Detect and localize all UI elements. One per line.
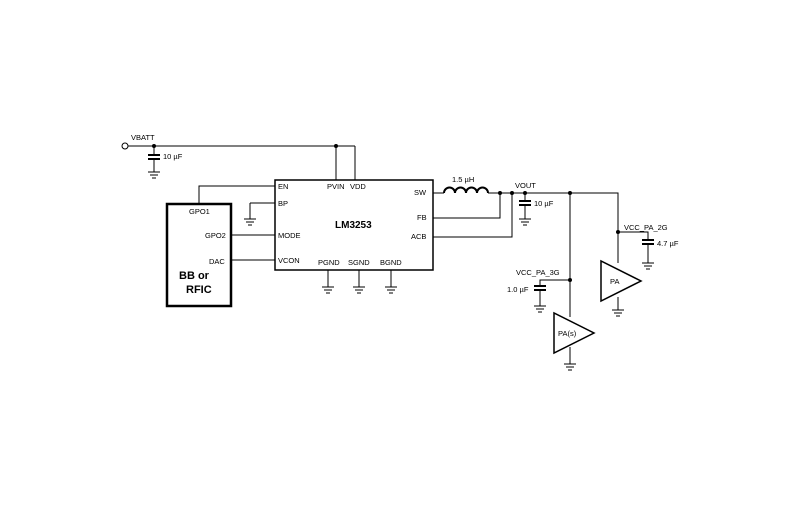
pin-vdd: VDD	[350, 182, 366, 191]
input-capacitor-value: 10 µF	[163, 152, 183, 161]
pin-sw: SW	[414, 188, 427, 197]
pa-3g-label: PA(s)	[558, 329, 577, 338]
controller-pin-dac: DAC	[209, 257, 225, 266]
vbatt-terminal	[121, 142, 129, 150]
controller-pin-gpo2: GPO2	[205, 231, 226, 240]
bb-rfic-block: BB or RFIC GPO1 GPO2 DAC	[165, 202, 233, 308]
pin-acb: ACB	[411, 232, 426, 241]
fb-wire	[433, 193, 501, 219]
pin-pgnd: PGND	[318, 258, 340, 267]
vcc-3g-capacitor: 1.0 µF	[507, 279, 570, 313]
ground-symbol	[148, 171, 160, 179]
en-wire	[198, 185, 275, 204]
pa-2g-amplifier: PA	[600, 259, 643, 317]
output-capacitor: 10 µF	[519, 193, 554, 226]
acb-wire	[433, 193, 513, 238]
inductor-value: 1.5 µH	[452, 175, 474, 184]
vout-label: VOUT	[515, 181, 536, 190]
controller-label-line1: BB or	[179, 270, 210, 282]
vbatt-label: VBATT	[131, 133, 155, 142]
pa-2g-triangle	[600, 259, 643, 303]
pin-bp: BP	[278, 199, 288, 208]
ic-grounds	[322, 270, 397, 294]
lm3253-ic: LM3253 EN BP MODE VCON PVIN VDD SW FB AC…	[274, 179, 434, 271]
controller-pin-gpo1: GPO1	[189, 207, 210, 216]
vcc-pa-2g-label: VCC_PA_2G	[624, 223, 668, 232]
ic-body	[274, 179, 434, 271]
controller-label-line2: RFIC	[186, 284, 212, 296]
inductor: 1.5 µH	[433, 175, 570, 194]
pin-vcon: VCON	[278, 256, 300, 265]
pin-pvin: PVIN	[327, 182, 345, 191]
pin-sgnd: SGND	[348, 258, 370, 267]
bp-ground	[244, 202, 275, 226]
pa-3g-triangle	[553, 311, 596, 355]
pa-3g-amplifier: PA(s)	[553, 311, 596, 371]
vcc-2g-capacitor: 4.7 µF	[618, 231, 679, 270]
vcc-2g-capacitor-value: 4.7 µF	[657, 239, 679, 248]
pin-fb: FB	[417, 213, 427, 222]
vbatt-input: VBATT	[121, 133, 355, 150]
vcc-pa-2g-rail	[570, 192, 619, 263]
ic-name: LM3253	[335, 220, 372, 231]
pa-2g-label: PA	[610, 277, 619, 286]
vcc-3g-capacitor-value: 1.0 µF	[507, 285, 529, 294]
output-capacitor-value: 10 µF	[534, 199, 554, 208]
pin-bgnd: BGND	[380, 258, 402, 267]
pin-mode: MODE	[278, 231, 301, 240]
vcc-pa-3g-label: VCC_PA_3G	[516, 268, 560, 277]
controller-body	[165, 202, 233, 308]
input-capacitor: 10 µF	[148, 146, 183, 179]
pin-en: EN	[278, 182, 288, 191]
